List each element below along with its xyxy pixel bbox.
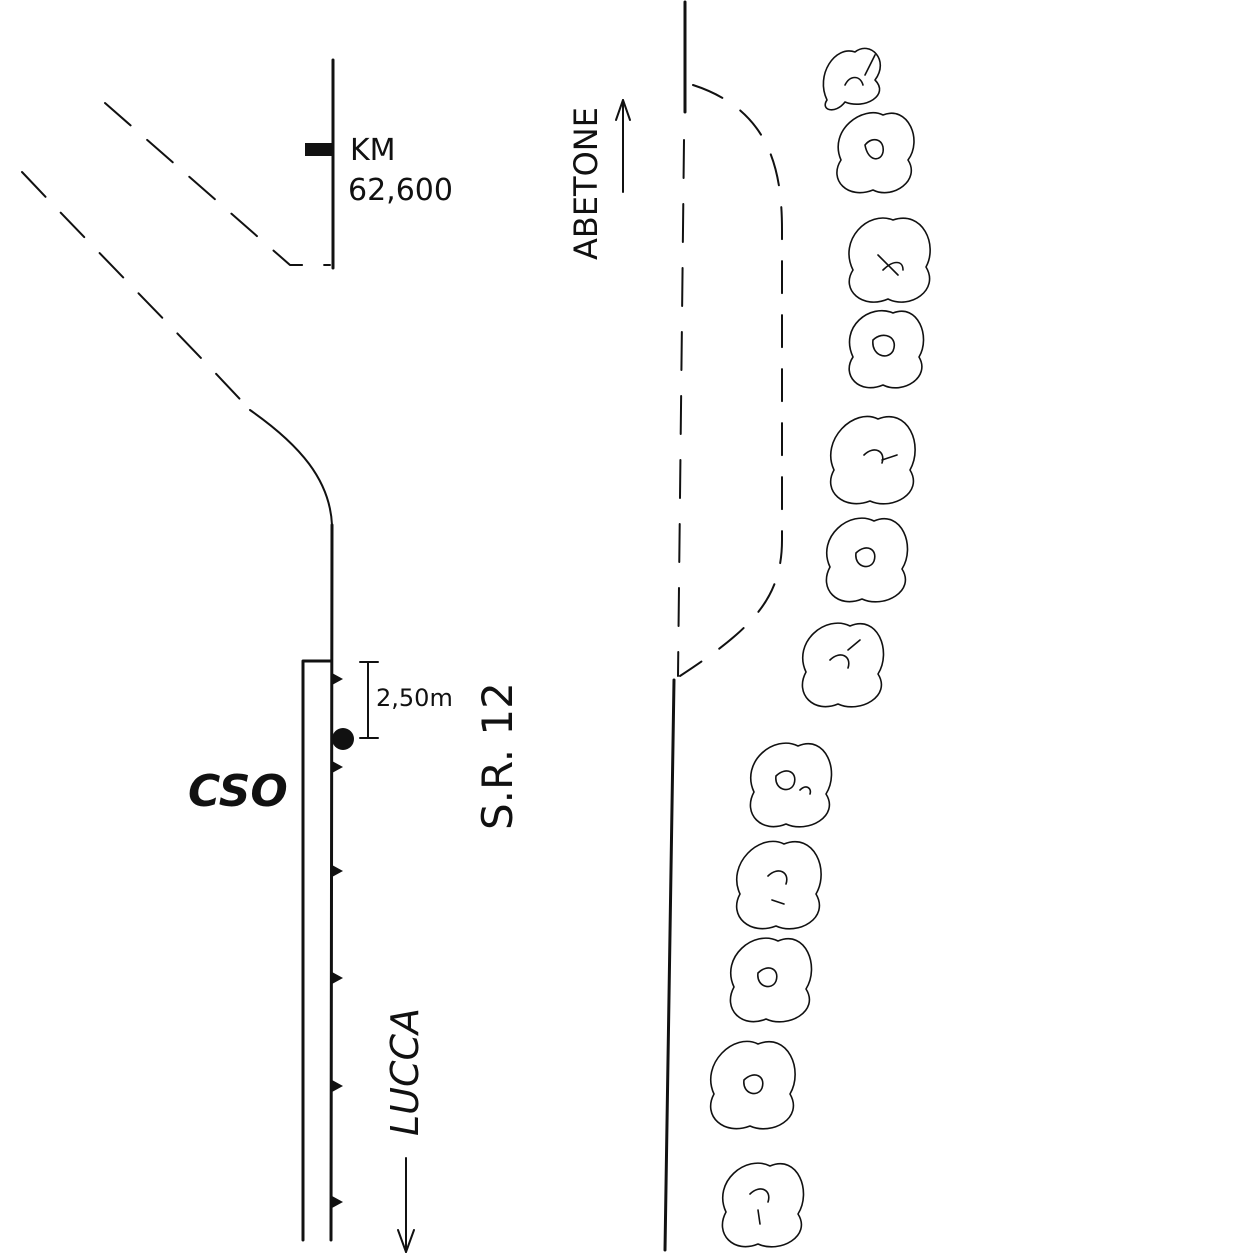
tree-icon — [848, 310, 925, 389]
post-marker-2 — [332, 761, 343, 773]
tree-icon — [749, 742, 833, 828]
tree-icon — [709, 1040, 796, 1130]
tree-icon — [721, 1162, 805, 1248]
post-marker-5 — [332, 1080, 343, 1092]
tree-icon — [729, 937, 813, 1023]
side-road-upper-edge — [104, 102, 331, 266]
lane-dashed-line — [677, 139, 685, 677]
tree-icon — [829, 415, 916, 505]
post-marker-3 — [332, 865, 343, 877]
lucca-arrow-icon — [397, 1157, 415, 1253]
km-post — [305, 58, 335, 270]
post-marker-4 — [332, 972, 343, 984]
left-road-edge — [329, 523, 334, 1242]
sidewalk-outline — [301, 659, 333, 1242]
abetone-label: ABETONE — [567, 107, 605, 260]
tree-icon — [836, 112, 915, 194]
post-marker-1 — [332, 673, 343, 685]
km-value-label: 62,600 — [348, 173, 453, 208]
side-road-lower-edge — [21, 171, 251, 411]
tree-icon — [822, 47, 882, 111]
side-road-curve — [249, 409, 333, 526]
km-prefix-label: KM — [350, 133, 396, 168]
lucca-label: LUCCA — [383, 1008, 427, 1136]
distance-label: 2,50m — [376, 684, 453, 712]
sidewalk-strip — [301, 659, 343, 1242]
tree-row — [709, 47, 931, 1248]
distance-dimension — [359, 661, 379, 739]
road-name-label: S.R. 12 — [473, 682, 522, 830]
km-post-icon — [305, 143, 333, 156]
side-road — [21, 102, 333, 526]
post-marker-6 — [332, 1196, 343, 1208]
tree-icon — [801, 622, 885, 708]
tree-icon — [735, 840, 822, 930]
tree-icon — [848, 217, 931, 303]
station-label: CSO — [188, 766, 288, 817]
filled-circle-icon — [332, 728, 354, 750]
lay-by-dashed-edge — [679, 84, 783, 677]
abetone-arrow-icon — [615, 99, 631, 193]
right-road-edge-bottom — [663, 678, 676, 1252]
tree-icon — [825, 517, 909, 603]
dimension-bracket — [359, 661, 379, 739]
